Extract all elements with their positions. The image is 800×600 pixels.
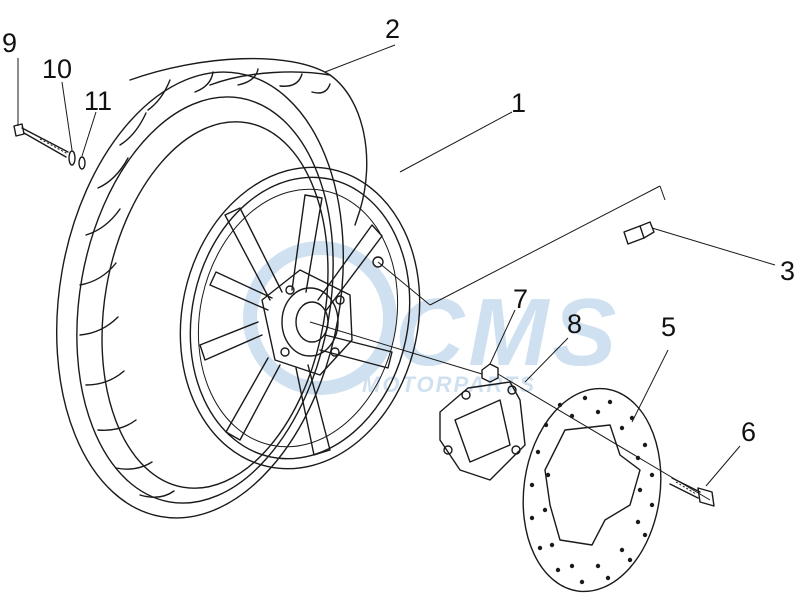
- disc-bolt: [669, 477, 715, 507]
- leader-lines: [17, 44, 776, 501]
- watermark: CMS MOTORPARTS: [243, 241, 620, 397]
- callout-10: 10: [42, 54, 72, 84]
- callout-2: 2: [385, 14, 400, 44]
- wheel-hub: [261, 256, 384, 376]
- callout-3: 3: [780, 256, 795, 286]
- watermark-ring: [243, 241, 397, 395]
- callout-6: 6: [741, 417, 756, 447]
- callout-5: 5: [661, 312, 676, 342]
- callout-9: 9: [2, 28, 17, 58]
- tire-tread: [79, 68, 331, 498]
- rim-spokes: [199, 194, 393, 456]
- tire: [55, 57, 368, 519]
- callout-8: 8: [567, 309, 582, 339]
- hub-flange: [439, 381, 526, 481]
- callout-11: 11: [84, 86, 112, 116]
- callout-7: 7: [513, 284, 528, 314]
- tire-valve: [623, 221, 655, 245]
- callout-labels: 1 2 3 5 6 7 8 9 10 11: [2, 14, 795, 447]
- rim: [179, 166, 421, 470]
- watermark-brand: CMS: [395, 279, 620, 386]
- brake-disc: [522, 387, 662, 593]
- callout-1: 1: [511, 88, 526, 118]
- axle-bolt: [13, 123, 86, 170]
